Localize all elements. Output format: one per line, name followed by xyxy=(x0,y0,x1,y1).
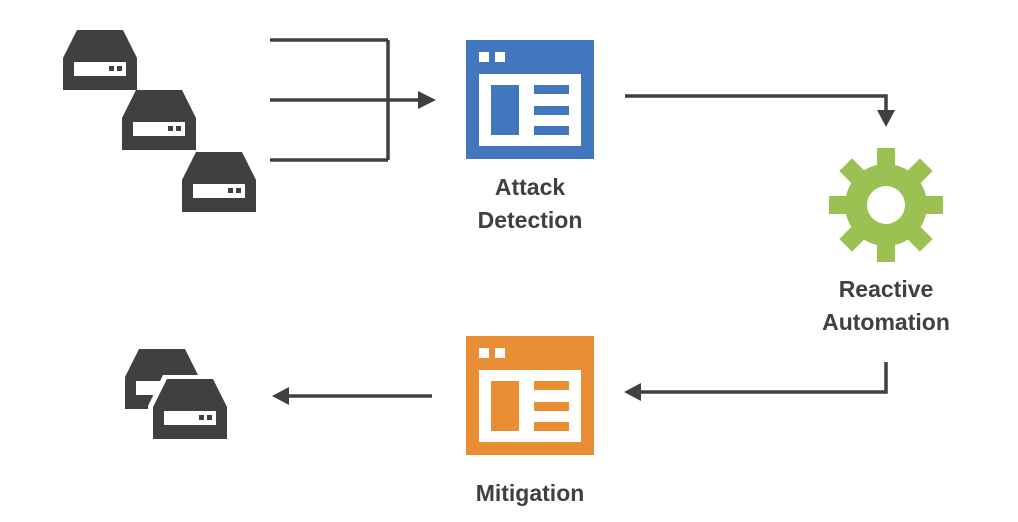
server-icon xyxy=(63,30,137,90)
merge-connector xyxy=(270,38,420,162)
arrowhead-to-attack-detection xyxy=(418,91,436,109)
mitigation-icon xyxy=(466,336,594,455)
target-servers xyxy=(125,349,232,444)
server-icon xyxy=(148,375,232,444)
attack-detection-label-line-1: Attack xyxy=(494,174,566,200)
server-icon xyxy=(122,90,196,150)
mitigation-label: Mitigation xyxy=(430,477,630,510)
gear-icon xyxy=(829,148,943,262)
attack-detection-icon xyxy=(466,40,594,159)
server-icon xyxy=(182,152,256,212)
reactive-automation-label-line-1: Reactive xyxy=(838,276,934,302)
connector-to-reactive-automation xyxy=(625,94,888,112)
arrowhead-to-reactive-automation xyxy=(877,110,895,127)
mitigation-label-line-1: Mitigation xyxy=(475,480,585,506)
arrowhead-to-mitigation xyxy=(624,383,641,401)
arrowhead-to-target-servers xyxy=(272,387,289,405)
connector-to-mitigation xyxy=(640,362,888,394)
attack-detection-label: Attack Detection xyxy=(430,171,630,237)
attack-detection-label-line-2: Detection xyxy=(477,207,583,233)
reactive-automation-label: Reactive Automation xyxy=(786,273,986,339)
reactive-automation-label-line-2: Automation xyxy=(822,309,950,335)
source-servers xyxy=(63,30,256,212)
